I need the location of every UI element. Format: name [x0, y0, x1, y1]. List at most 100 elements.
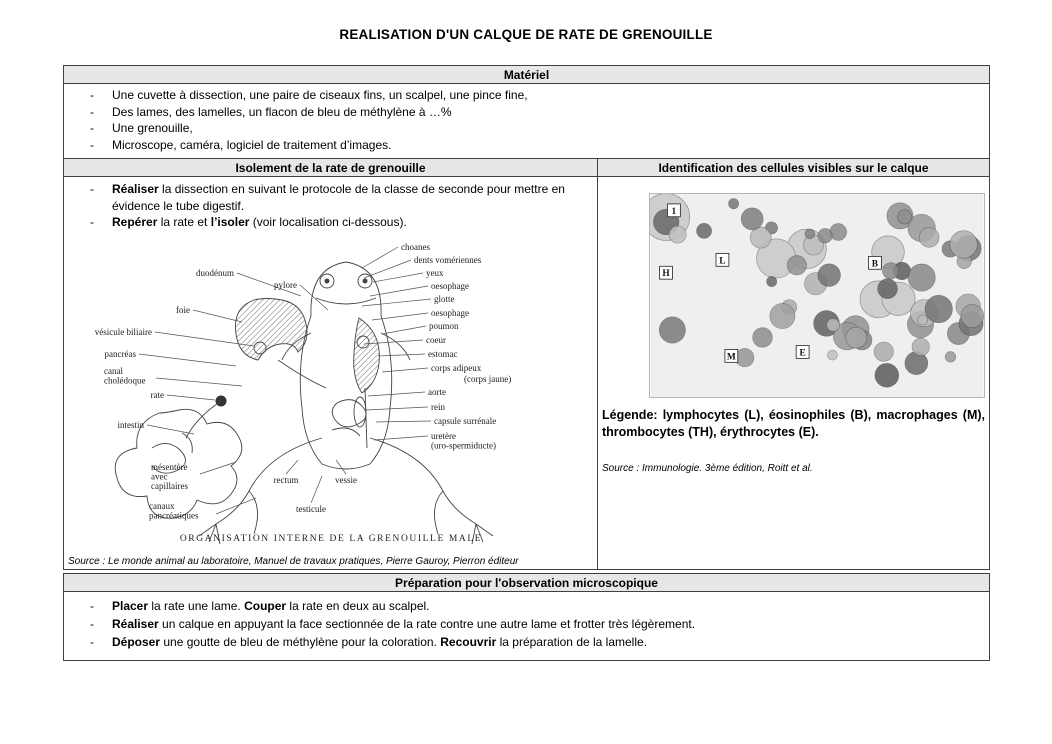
diagram-label: yeux	[426, 268, 444, 278]
diagram-label: aorte	[428, 387, 446, 397]
diagram-label: mésentère	[151, 462, 187, 472]
list-item: Réaliser un calque en appuyant la face s…	[88, 615, 975, 633]
leader-line	[361, 298, 432, 306]
micrograph-marker-letter: H	[662, 269, 670, 279]
diagram-label: rectum	[274, 475, 299, 485]
diagram-label: oesophage	[431, 308, 469, 318]
cell-blob	[740, 207, 764, 231]
cell-blob	[918, 227, 940, 248]
micrograph-marker: M	[724, 349, 739, 363]
list-item-text: Déposer une goutte de bleu de méthylène …	[112, 635, 648, 649]
cell-blob	[696, 223, 712, 239]
diagram-source: Source : Le monde animal au laboratoire,…	[68, 556, 519, 567]
leader-line	[363, 259, 412, 278]
cell-blob	[911, 337, 930, 356]
micrograph-marker: B	[868, 255, 882, 270]
leader-line	[375, 420, 432, 422]
leader-line	[363, 339, 424, 344]
leader-line	[299, 284, 329, 310]
micrograph-marker-letter: 1	[672, 207, 677, 217]
cell-blob	[924, 294, 953, 324]
cell-blob	[735, 348, 755, 368]
leader-line	[335, 459, 347, 474]
frog-body-drawing	[114, 261, 494, 544]
cell-blob	[827, 349, 838, 361]
cell-blob	[668, 225, 687, 244]
diagram-label: rate	[151, 390, 165, 400]
list-item: Une cuvette à dissection, une paire de c…	[88, 87, 975, 104]
cell-blob	[907, 263, 936, 292]
list-item-text: Placer la rate une lame. Couper la rate …	[112, 599, 430, 613]
cell-blob	[829, 223, 847, 241]
cell-blob	[897, 209, 913, 225]
cell-blob	[917, 314, 929, 326]
diagram-label: foie	[176, 305, 190, 315]
leader-line	[154, 331, 255, 346]
diagram-label: pylore	[274, 280, 297, 290]
diagram-label: poumon	[429, 321, 459, 331]
isolement-cell: Réaliser la dissection en suivant le pro…	[64, 177, 598, 569]
leader-line	[365, 406, 429, 410]
diagram-label: (corps jaune)	[464, 374, 511, 384]
leader-line	[381, 325, 427, 334]
leader-line	[236, 272, 302, 296]
leader-line	[367, 391, 426, 396]
diagram-label: testicule	[296, 504, 326, 514]
micrograph-marker-letter: B	[872, 259, 878, 269]
list-item: Déposer une goutte de bleu de méthylène …	[88, 633, 975, 651]
leader-line	[371, 312, 429, 320]
leader-line	[369, 285, 429, 296]
micrograph-marker: E	[795, 345, 810, 359]
cell-blob	[960, 304, 984, 328]
list-item-text: Une grenouille,	[112, 121, 193, 135]
micrograph-legend: Légende: lymphocytes (L), éosinophiles (…	[602, 408, 985, 439]
page-title: REALISATION D'UN CALQUE DE RATE DE GRENO…	[339, 27, 713, 42]
cell-blob	[944, 351, 957, 363]
list-item-text: Microscope, caméra, logiciel de traiteme…	[112, 137, 392, 152]
micrograph-marker-letter: E	[800, 348, 806, 358]
cell-blob	[874, 363, 900, 388]
micrograph-marker: 1	[667, 203, 681, 218]
list-item: Repérer la rate et l’isoler (voir locali…	[88, 214, 583, 231]
diagram-label: choanes	[401, 242, 430, 252]
cell-blob	[826, 318, 840, 332]
micrograph-source: Source : Immunologie. 3ème édition, Roit…	[602, 463, 813, 474]
diagram-label: pancréas	[105, 349, 137, 359]
diagram-label: corps adipeux	[431, 363, 482, 373]
materiel-header: Matériel	[64, 66, 989, 84]
list-item: Réaliser la dissection en suivant le pro…	[88, 181, 583, 214]
list-item-text: Des lames, des lamelles, un flacon de bl…	[112, 104, 452, 119]
leader-line	[199, 461, 237, 474]
micrograph-marker-letter: L	[719, 256, 725, 266]
preparation-header: Préparation pour l'observation microscop…	[64, 574, 989, 592]
leader-line	[192, 309, 243, 322]
preparation-list: Placer la rate une lame. Couper la rate …	[64, 592, 989, 660]
list-item-text: Réaliser un calque en appuyant la face s…	[112, 617, 696, 631]
diagram-label: coeur	[426, 335, 446, 345]
list-item-text: Réaliser la dissection en suivant le pro…	[112, 182, 565, 213]
leader-line	[166, 394, 216, 400]
diagram-label: vésicule biliaire	[95, 327, 152, 337]
list-item: Microscope, caméra, logiciel de traiteme…	[88, 137, 975, 154]
diagram-label: estomac	[428, 349, 458, 359]
cell-blob	[786, 255, 807, 276]
leader-line	[146, 424, 195, 434]
diagram-label: oesophage	[431, 281, 469, 291]
diagram-label: canaux	[149, 501, 175, 511]
cell-blob	[728, 198, 740, 210]
cell-blob	[804, 228, 816, 240]
isolement-header: Isolement de la rate de grenouille	[64, 159, 598, 176]
list-item-text: Une cuvette à dissection, une paire de c…	[112, 88, 528, 102]
cell-blob	[845, 326, 867, 349]
leader-line	[381, 367, 429, 372]
diagram-caption: ORGANISATION INTERNE DE LA GRENOUILLE MA…	[179, 533, 483, 544]
preparation-table: Préparation pour l'observation microscop…	[63, 573, 990, 661]
materiel-list: Une cuvette à dissection, une paire de c…	[64, 84, 989, 159]
list-item: Une grenouille,	[88, 120, 975, 137]
leader-line	[310, 475, 323, 503]
diagram-label: duodénum	[196, 268, 234, 278]
leader-line	[155, 377, 243, 386]
leader-line	[373, 435, 429, 440]
